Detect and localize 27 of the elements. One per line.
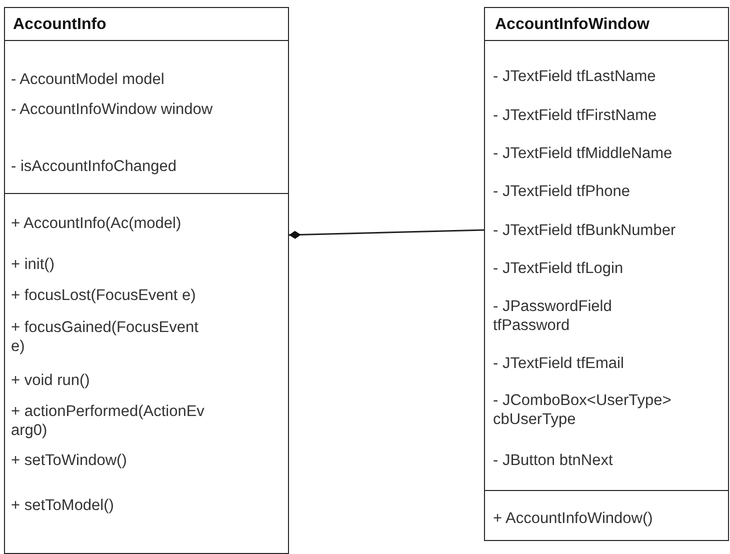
method-text: + setToModel() [11,496,114,515]
attribute-text: - AccountModel model [11,70,164,89]
attribute-text: - JTextField tfFirstName [493,106,657,125]
method-text: + init() [11,255,54,274]
attribute-text: - JTextField tfBunkNumber [493,221,676,240]
class-name: AccountInfo [13,16,106,34]
method-text: + focusLost(FocusEvent e) [11,286,196,305]
attribute-text: - JTextField tfEmail [493,354,624,373]
method-text: + focusGained(FocusEvent e) [11,318,200,356]
method-text: + AccountInfoWindow() [493,509,653,528]
attribute-text: - JComboBox<UserType> cbUserType [493,391,672,429]
attribute-text: - AccountInfoWindow window [11,100,213,119]
attribute-text: - JTextField tfMiddleName [493,144,672,163]
attribute-text: - JButton btnNext [493,451,613,470]
attribute-text: - JTextField tfLogin [493,259,624,278]
class-box [484,7,729,541]
class-box [4,7,289,554]
attribute-text: - JTextField tfLastName [493,67,656,86]
method-text: + AccountInfo(Ac(model) [11,214,182,233]
method-text: + void run() [11,371,90,390]
composition-line [288,229,484,239]
method-text: + actionPerformed(ActionEv arg0) [11,402,206,440]
class-name: AccountInfoWindow [495,16,650,34]
method-text: + setToWindow() [11,451,127,470]
attribute-text: - isAccountInfoChanged [11,157,178,176]
attribute-text: - JPasswordField tfPassword [493,297,613,335]
attribute-text: - JTextField tfPhone [493,182,630,201]
